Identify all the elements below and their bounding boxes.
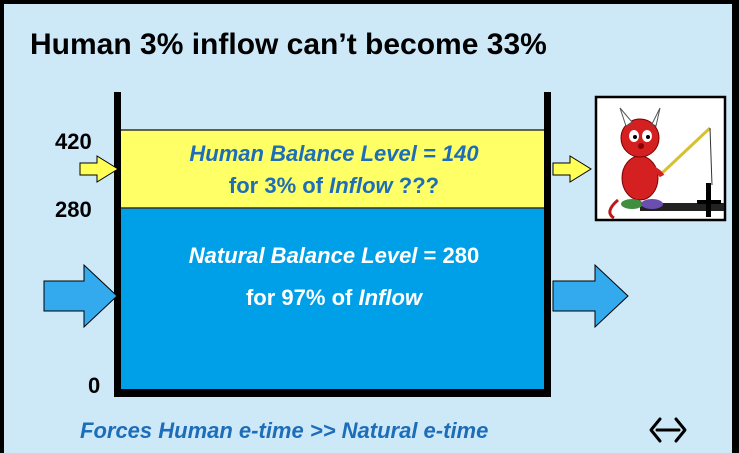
human-outflow-arrow xyxy=(552,155,592,183)
footer-caption: Forces Human e-time >> Natural e-time xyxy=(80,418,489,443)
natural-line2-prefix: for 97% of xyxy=(245,285,359,310)
axis-label-0: 0 xyxy=(88,373,101,398)
natural-line1-rest: = 280 xyxy=(417,243,480,268)
natural-balance-line2: for 97% of Inflow xyxy=(120,285,548,311)
human-balance-layer xyxy=(120,130,548,208)
natural-line2-inflow: Inflow xyxy=(358,285,422,310)
natural-balance-layer xyxy=(120,208,548,390)
double-chevron-icon[interactable] xyxy=(649,417,687,443)
tank-bottom xyxy=(114,389,551,397)
axis-label-280: 280 xyxy=(55,197,92,222)
natural-outflow-arrow xyxy=(552,263,629,329)
tank-left-wall xyxy=(114,92,121,397)
human-inflow-arrow xyxy=(79,155,119,183)
axis-label-420: 420 xyxy=(55,129,92,154)
bsd-daemon-image xyxy=(594,95,727,222)
page-title: Human 3% inflow can’t become 33% xyxy=(30,28,547,61)
natural-inflow-arrow xyxy=(43,263,118,329)
human-balance-line2: for 3% of Inflow ??? xyxy=(120,173,548,199)
human-line2-prefix: for 3% of xyxy=(228,173,330,198)
human-line2-suffix: ??? xyxy=(392,173,440,198)
human-balance-line1: Human Balance Level = 140 xyxy=(189,141,479,166)
tank-right-wall xyxy=(544,92,551,397)
human-line2-inflow: Inflow xyxy=(329,173,393,198)
natural-line1-italic: Natural Balance Level xyxy=(188,243,418,268)
natural-balance-line1: Natural Balance Level = 280 xyxy=(120,243,548,269)
